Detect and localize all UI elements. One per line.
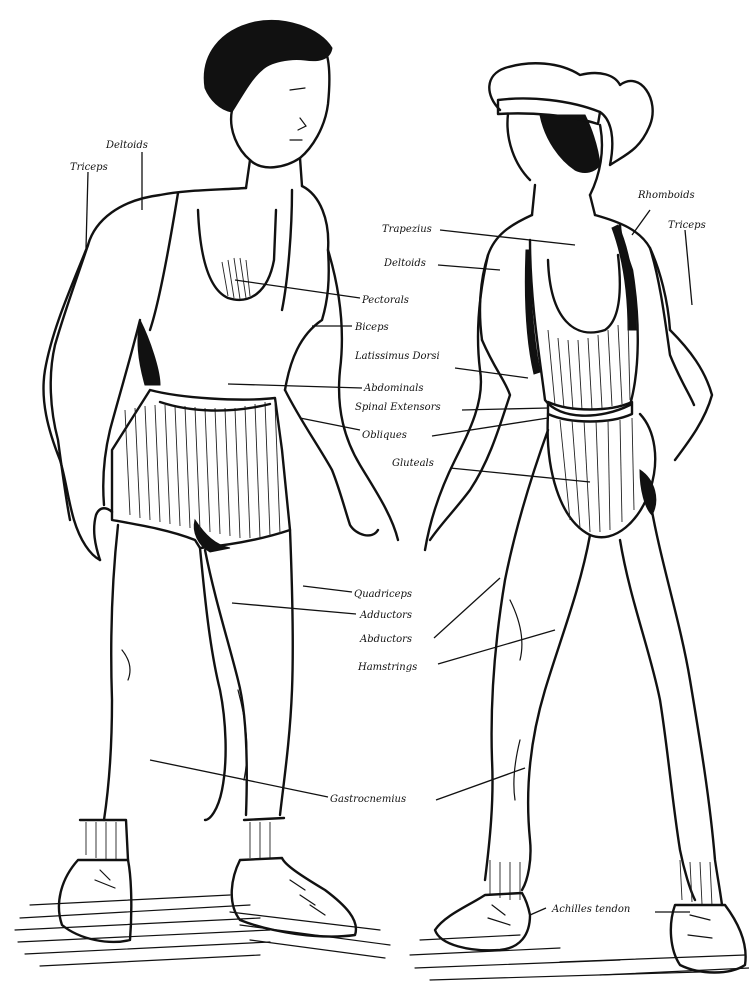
label-trapezius: Trapezius (382, 224, 432, 235)
label-hamstrings: Hamstrings (357, 662, 417, 673)
female-shoe-left (435, 893, 530, 950)
label-abductors: Abductors (359, 634, 412, 645)
male-legs (104, 525, 118, 820)
label-rhomboids: Rhomboids (637, 190, 695, 201)
label-triceps-front: Triceps (70, 162, 108, 173)
label-pectorals: Pectorals (361, 295, 409, 306)
label-deltoids-back: Deltoids (383, 258, 426, 269)
female-figure (425, 63, 746, 972)
label-gluteals: Gluteals (392, 458, 434, 469)
female-legs (485, 430, 548, 880)
male-hair (204, 20, 332, 112)
floor-shading (15, 895, 749, 980)
label-achilles: Achilles tendon (551, 904, 630, 915)
label-gastrocnemius: Gastrocnemius (330, 794, 406, 805)
label-latissimus: Latissimus Dorsi (354, 351, 440, 362)
label-deltoids-front: Deltoids (105, 140, 148, 151)
label-triceps-back: Triceps (668, 220, 706, 231)
male-shorts (112, 390, 290, 548)
label-quadriceps: Quadriceps (354, 589, 412, 600)
label-spinal-extensors: Spinal Extensors (355, 402, 441, 413)
label-biceps: Biceps (354, 322, 389, 333)
label-adductors: Adductors (359, 610, 412, 621)
label-abdominals: Abdominals (363, 383, 423, 394)
female-shoe-right (671, 905, 746, 973)
label-obliques: Obliques (362, 430, 407, 441)
